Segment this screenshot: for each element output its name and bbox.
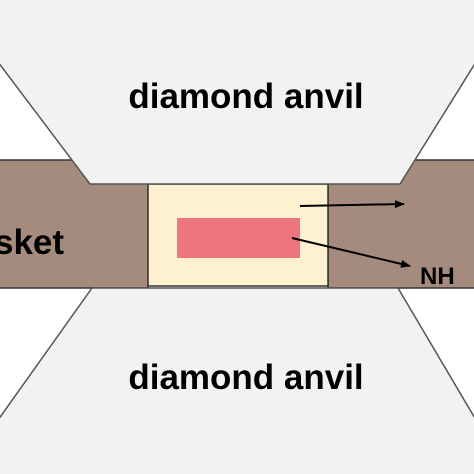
top-anvil-label: diamond anvil <box>128 77 363 116</box>
arrow-lower <box>291 237 411 268</box>
arrow-upper <box>299 200 405 209</box>
gasket-label: sket <box>0 223 64 262</box>
top-diamond-anvil <box>0 0 474 185</box>
nh-label: NH <box>420 263 455 290</box>
sample <box>177 218 300 258</box>
bottom-diamond-anvil <box>0 287 474 474</box>
bottom-anvil-label: diamond anvil <box>128 358 363 397</box>
